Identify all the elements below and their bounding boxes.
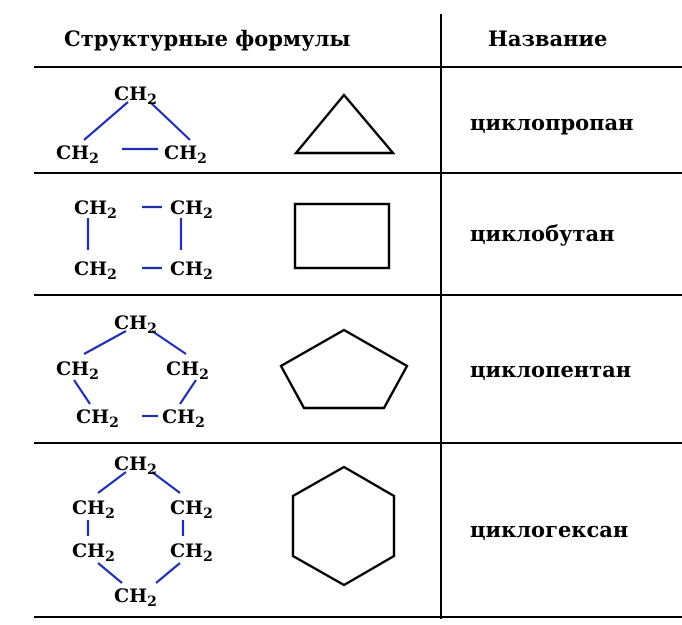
ch2-group: CH2 [74,258,117,283]
compound-name: циклопентан [470,357,632,382]
compound-name: циклопропан [470,110,634,135]
bond [83,330,127,355]
ch2-group: CH2 [170,197,213,222]
ch2-group: CH2 [76,406,119,431]
bond [97,471,127,494]
ch2-group: CH2 [114,453,157,478]
bond [179,379,197,405]
ch2-group: CH2 [164,142,207,167]
ch2-group: CH2 [166,358,209,383]
ch2-group: CH2 [170,258,213,283]
pentagon-ring-icon [279,328,409,410]
ch2-group: CH2 [114,312,157,337]
square-ring-icon [293,202,391,270]
row-divider-3 [34,442,682,444]
ch2-group: CH2 [114,83,157,108]
row-divider-1 [34,172,682,174]
ch2-group: CH2 [56,358,99,383]
ch2-group: CH2 [72,540,115,565]
ch2-group: CH2 [170,497,213,522]
header-name: Название [488,26,608,51]
table-bottom-rule [34,616,682,618]
bond [83,101,129,141]
compound-name: циклобутан [470,221,615,246]
ch2-group: CH2 [162,406,205,431]
triangle-ring-icon [293,93,396,155]
bond [149,101,191,141]
ch2-group: CH2 [72,497,115,522]
ch2-group: CH2 [74,197,117,222]
column-divider [440,14,442,619]
ch2-group: CH2 [56,142,99,167]
hexagon-ring-icon [291,465,396,587]
ch2-group: CH2 [114,585,157,610]
bond [151,330,187,355]
compound-name: циклогексан [470,517,629,542]
ch2-group: CH2 [170,540,213,565]
bond [155,562,181,584]
bond [97,562,123,584]
bond [73,379,91,405]
header-rule [34,66,682,68]
bond [151,471,181,494]
row-divider-2 [34,294,682,296]
header-structural-formulas: Структурные формулы [64,26,351,51]
